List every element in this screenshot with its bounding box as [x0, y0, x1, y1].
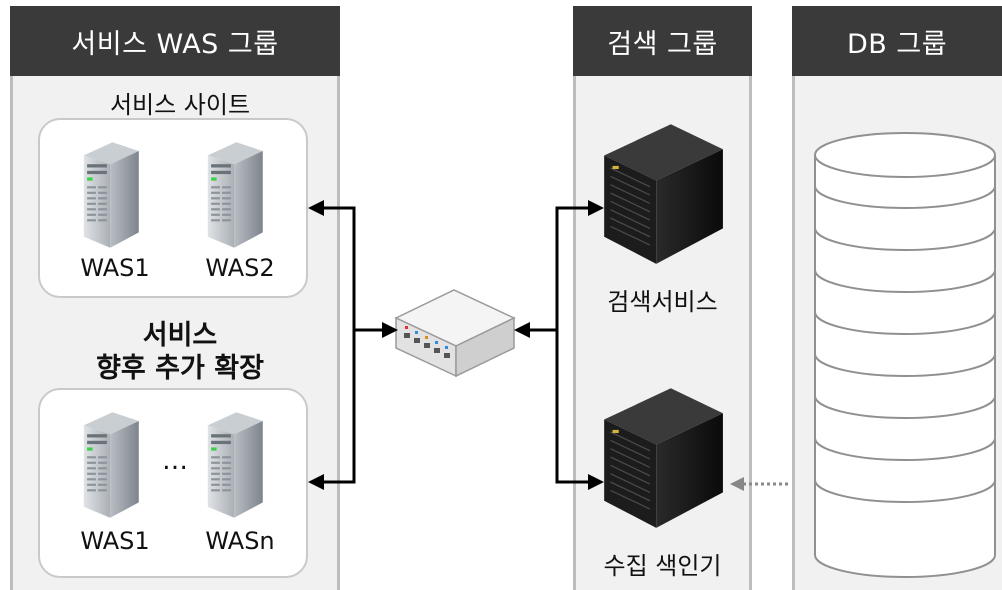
search-group-body	[573, 76, 752, 590]
search-group-title: 검색 그룹	[573, 6, 752, 76]
was-group-title: 서비스 WAS 그룹	[10, 6, 340, 76]
expansion-box	[38, 388, 308, 578]
site-server-2-label: WAS2	[205, 254, 275, 282]
db-ellipsis: • • •	[865, 537, 919, 562]
network-switch-icon	[394, 289, 516, 378]
expand-label-line1: 서비스	[142, 320, 218, 351]
indexer-label: 수집 색인기	[603, 552, 722, 580]
db-group-title: DB 그룹	[792, 6, 1002, 76]
expand-label-line2: 향후 추가 확장	[96, 353, 264, 384]
site-server-1-label: WAS1	[80, 254, 150, 282]
expand-ellipsis: …	[162, 446, 188, 476]
db-group-panel: DB 그룹	[792, 6, 1002, 590]
service-site-label: 서비스 사이트	[109, 91, 251, 119]
db-subtitle: 문서	[871, 211, 913, 236]
expand-server-n-label: WASn	[205, 527, 275, 555]
service-site-box	[38, 118, 308, 298]
db-title: 컨텐츠 DB	[833, 146, 951, 175]
search-service-label: 검색서비스	[607, 288, 718, 316]
expand-server-1-label: WAS1	[80, 527, 150, 555]
